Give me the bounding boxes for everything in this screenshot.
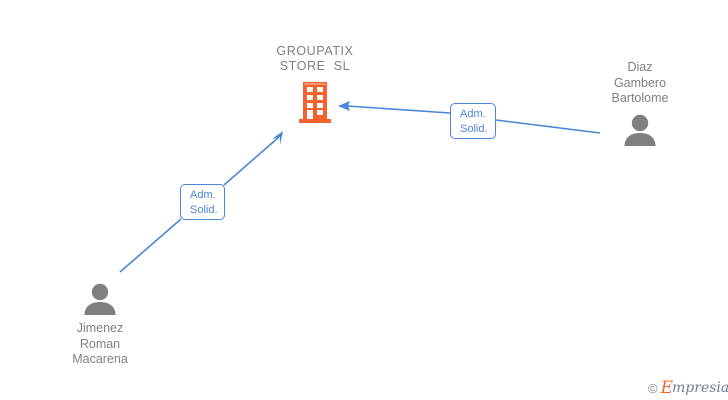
relation-label-diaz-gambero-bartolome[interactable]: Adm. Solid. bbox=[450, 103, 496, 139]
arrowhead-right-edge bbox=[338, 101, 350, 111]
edge-label-to-company-left bbox=[223, 136, 280, 186]
building-icon[interactable] bbox=[299, 82, 331, 124]
person-node-jimenez-roman-macarena[interactable]: Jimenez Roman Macarena bbox=[25, 283, 175, 368]
empresia-watermark: © E mpresia bbox=[648, 379, 728, 397]
brand-name: mpresia bbox=[672, 380, 728, 396]
person-node-diaz-gambero-bartolome[interactable]: Diaz Gambero Bartolome bbox=[565, 60, 715, 146]
copyright-symbol: © bbox=[648, 380, 658, 396]
edge-diaz-to-label bbox=[495, 119, 601, 134]
person-name: Jimenez Roman Macarena bbox=[72, 321, 128, 366]
person-icon[interactable] bbox=[622, 114, 658, 146]
edge-jimenez-to-label bbox=[119, 218, 182, 273]
company-name-line2: STORE SL bbox=[279, 59, 351, 73]
brand-initial: E bbox=[660, 377, 674, 398]
company-name-line1: GROUPATIX bbox=[276, 44, 354, 58]
person-icon[interactable] bbox=[82, 283, 118, 315]
edge-label-to-company-right bbox=[346, 105, 451, 114]
company-node[interactable]: GROUPATIX STORE SL bbox=[246, 44, 384, 124]
person-name: Diaz Gambero Bartolome bbox=[611, 60, 669, 105]
relation-label-jimenez-roman-macarena[interactable]: Adm. Solid. bbox=[180, 184, 225, 220]
arrowhead-left-edge bbox=[272, 131, 283, 145]
